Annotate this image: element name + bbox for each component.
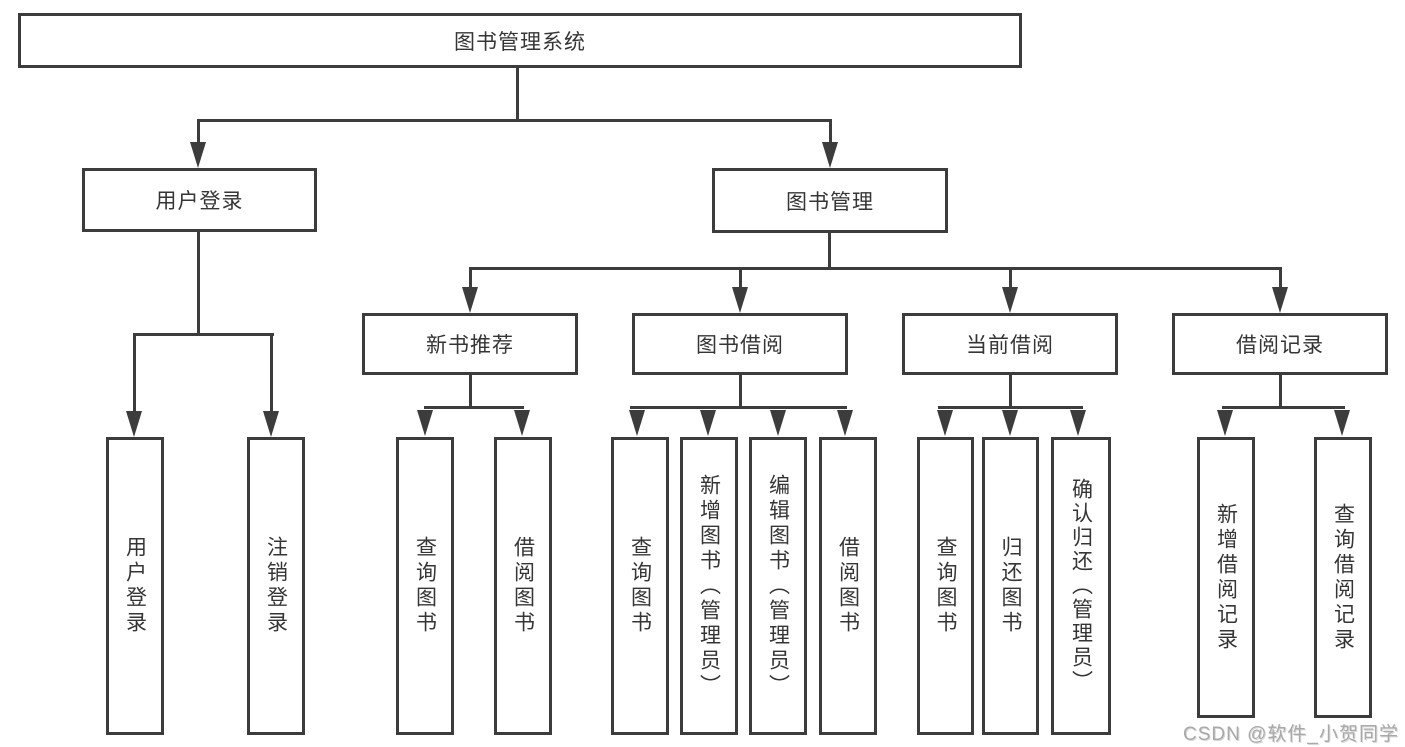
- leaf-current-return-book-label: 归还图书: [999, 536, 1022, 636]
- leaf-current-confirm-return-label: 确认归还（管理员）: [1069, 478, 1093, 694]
- arrow-down-icon: [1272, 287, 1288, 313]
- node-current-borrow: 当前借阅: [902, 313, 1118, 375]
- node-book-borrow-label: 图书借阅: [696, 334, 784, 357]
- node-new-book-recommend: 新书推荐: [362, 313, 578, 375]
- arrow-down-icon: [263, 411, 279, 437]
- node-book-management-label: 图书管理: [786, 190, 874, 214]
- connector-bookmgmt-drop-2: [739, 267, 742, 290]
- connector-userlogin-drop-left: [133, 333, 136, 413]
- connector-newbook-crossbar: [424, 406, 524, 409]
- arrow-down-icon: [190, 142, 206, 168]
- arrow-down-icon: [514, 410, 530, 436]
- node-root: 图书管理系统: [18, 13, 1022, 68]
- leaf-user-login: 用户登录: [106, 437, 164, 735]
- connector-root-crossbar: [197, 119, 832, 122]
- connector-borrow-crossbar: [630, 406, 847, 409]
- leaf-newbook-query-book-label: 查询图书: [413, 536, 437, 636]
- connector-records-stem: [1279, 375, 1282, 409]
- node-borrow-records: 借阅记录: [1172, 313, 1388, 375]
- node-root-label: 图书管理系统: [454, 30, 586, 54]
- leaf-borrow-edit-book: 编辑图书（管理员）: [749, 437, 807, 735]
- connector-current-stem: [1009, 375, 1012, 409]
- leaf-borrow-add-book-label: 新增图书（管理员）: [697, 473, 721, 699]
- node-current-borrow-label: 当前借阅: [966, 334, 1054, 357]
- leaf-current-confirm-return: 确认归还（管理员）: [1051, 437, 1111, 735]
- connector-bookmgmt-drop-4: [1279, 267, 1282, 290]
- leaf-borrow-borrow-book: 借阅图书: [819, 437, 877, 735]
- leaf-logout: 注销登录: [247, 437, 305, 735]
- leaf-borrow-query-book: 查询图书: [611, 437, 669, 735]
- leaf-borrow-add-book: 新增图书（管理员）: [680, 437, 738, 735]
- node-user-login-label: 用户登录: [155, 190, 244, 213]
- node-borrow-records-label: 借阅记录: [1236, 334, 1324, 357]
- connector-borrow-stem: [739, 375, 742, 409]
- leaf-newbook-borrow-book: 借阅图书: [494, 437, 552, 735]
- arrow-down-icon: [417, 410, 433, 436]
- leaf-current-query-book: 查询图书: [917, 437, 974, 735]
- connector-bookmgmt-drop-1: [469, 267, 472, 290]
- leaf-records-query-record: 查询借阅记录: [1314, 437, 1372, 718]
- arrow-down-icon: [937, 410, 953, 436]
- arrow-down-icon: [770, 410, 786, 436]
- leaf-logout-label: 注销登录: [264, 536, 288, 636]
- leaf-current-return-book: 归还图书: [982, 437, 1039, 735]
- arrow-down-icon: [700, 410, 716, 436]
- leaf-borrow-query-book-label: 查询图书: [628, 536, 652, 636]
- arrow-down-icon: [1002, 287, 1018, 313]
- leaf-newbook-query-book: 查询图书: [396, 437, 454, 735]
- arrow-down-icon: [629, 410, 645, 436]
- leaf-borrow-borrow-book-label: 借阅图书: [836, 536, 860, 636]
- leaf-current-query-book-label: 查询图书: [934, 536, 957, 636]
- connector-bookmgmt-crossbar: [470, 267, 1282, 270]
- arrow-down-icon: [1002, 410, 1018, 436]
- arrow-down-icon: [126, 411, 142, 437]
- arrow-down-icon: [1217, 410, 1233, 436]
- arrow-down-icon: [462, 287, 478, 313]
- leaf-records-add-record: 新增借阅记录: [1197, 437, 1255, 718]
- connector-userlogin-drop-right: [270, 333, 273, 413]
- connector-root-stem: [516, 68, 519, 121]
- node-user-login: 用户登录: [82, 168, 317, 232]
- connector-current-crossbar: [938, 406, 1083, 409]
- connector-userlogin-crossbar: [134, 333, 274, 336]
- arrow-down-icon: [822, 142, 838, 168]
- node-book-borrow: 图书借阅: [632, 313, 848, 375]
- arrow-down-icon: [837, 410, 853, 436]
- csdn-watermark: CSDN @软件_小贺同学: [1183, 724, 1399, 745]
- leaf-records-query-record-label: 查询借阅记录: [1331, 502, 1355, 653]
- leaf-newbook-borrow-book-label: 借阅图书: [511, 536, 535, 636]
- connector-newbook-stem: [469, 375, 472, 409]
- connector-bookmgmt-stem: [828, 233, 831, 270]
- connector-bookmgmt-drop-3: [1009, 267, 1012, 290]
- arrow-down-icon: [732, 287, 748, 313]
- arrow-down-icon: [1070, 410, 1086, 436]
- connector-root-drop-right: [829, 119, 832, 145]
- leaf-user-login-label: 用户登录: [123, 536, 147, 636]
- connector-userlogin-stem: [197, 232, 200, 336]
- node-book-management: 图书管理: [712, 168, 948, 233]
- connector-records-crossbar: [1222, 406, 1345, 409]
- leaf-borrow-edit-book-label: 编辑图书（管理员）: [766, 473, 790, 699]
- connector-root-drop-left: [197, 119, 200, 145]
- node-new-book-recommend-label: 新书推荐: [426, 334, 514, 357]
- arrow-down-icon: [1334, 410, 1350, 436]
- leaf-records-add-record-label: 新增借阅记录: [1214, 502, 1238, 653]
